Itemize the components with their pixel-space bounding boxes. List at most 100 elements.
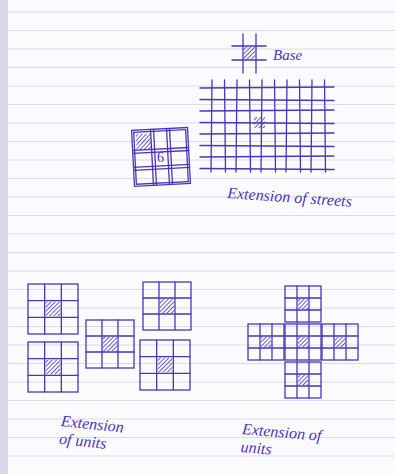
hatched-cell xyxy=(298,375,308,385)
unit-outline xyxy=(285,286,321,322)
unit-outline xyxy=(140,340,190,390)
base-grid xyxy=(232,34,266,73)
grid-line xyxy=(255,34,256,73)
street-line xyxy=(211,80,212,172)
grid-line xyxy=(308,324,309,360)
grid-line xyxy=(322,335,358,336)
grid-line xyxy=(167,129,170,185)
grid-line xyxy=(170,128,173,184)
street-line xyxy=(200,169,334,170)
grid-line xyxy=(285,309,321,310)
grid-line xyxy=(117,320,118,368)
street-line xyxy=(275,80,276,172)
hatched-cell xyxy=(298,299,308,309)
grid-line xyxy=(296,324,297,360)
street-line xyxy=(300,80,301,172)
unit-block xyxy=(28,342,78,392)
grid-line xyxy=(271,324,272,360)
grid-line xyxy=(28,375,78,376)
grid-line xyxy=(308,286,309,322)
grid-line xyxy=(333,324,334,360)
grid-line xyxy=(140,373,190,374)
unit-outline xyxy=(28,342,78,392)
grid-line xyxy=(296,362,297,398)
ruled-line xyxy=(8,141,395,142)
grid-line xyxy=(308,362,309,398)
street-line xyxy=(200,123,334,124)
grid-line xyxy=(242,34,243,73)
hatched-cell xyxy=(244,47,255,59)
street-line xyxy=(286,80,287,172)
unit-block xyxy=(143,282,191,330)
grid-line xyxy=(232,59,266,60)
ruled-line xyxy=(8,215,395,216)
hatched-cell xyxy=(46,302,61,317)
square-outline xyxy=(134,130,189,185)
unit-block xyxy=(140,340,190,390)
ruled-line xyxy=(8,234,395,235)
unit-outline xyxy=(86,320,134,368)
ruled-line xyxy=(8,12,395,13)
grid-line xyxy=(158,282,159,330)
unit-block xyxy=(285,286,321,322)
street-line xyxy=(261,80,262,172)
grid-line xyxy=(61,342,62,392)
hatched-cell xyxy=(298,337,308,347)
grid-line xyxy=(28,358,78,359)
grid-line xyxy=(133,147,189,150)
ruled-line xyxy=(8,123,395,124)
ruled-line xyxy=(8,308,395,309)
unit-block xyxy=(285,324,321,360)
grid-line xyxy=(143,297,191,298)
hatched-cell xyxy=(46,360,61,375)
street-line xyxy=(200,87,334,88)
grid-line xyxy=(173,340,174,390)
unit-outline xyxy=(143,282,191,330)
grid-line xyxy=(322,347,358,348)
ruled-line xyxy=(8,178,395,179)
grid-line xyxy=(232,45,266,46)
unit-block xyxy=(86,320,134,368)
unit-outline xyxy=(285,362,321,398)
grid-line xyxy=(143,313,191,314)
unit-outline xyxy=(28,284,78,334)
hatched-cell xyxy=(103,337,117,351)
grid-line xyxy=(86,335,134,336)
grid-line xyxy=(140,356,190,357)
street-line xyxy=(225,80,226,172)
unit-block xyxy=(248,324,284,360)
street-line xyxy=(250,80,251,172)
ruled-line xyxy=(8,400,395,401)
ruled-line xyxy=(8,382,395,383)
ruled-line xyxy=(8,363,395,364)
ruled-line xyxy=(8,30,395,31)
caption-label: Extension of units xyxy=(58,412,139,455)
caption-label: Extension of units xyxy=(240,420,335,463)
grid-line xyxy=(134,167,190,170)
grid-line xyxy=(101,320,102,368)
grid-line xyxy=(248,335,284,336)
grid-line xyxy=(285,373,321,374)
street-grid xyxy=(200,80,334,172)
grid-line xyxy=(174,282,175,330)
ruled-line xyxy=(8,456,395,457)
grid-line xyxy=(285,335,321,336)
street-line xyxy=(200,133,334,134)
unit-block xyxy=(322,324,358,360)
hatched-cell xyxy=(335,337,345,347)
ruled-line xyxy=(8,160,395,161)
ruled-line xyxy=(8,86,395,87)
page-edge xyxy=(0,0,8,474)
ruled-line xyxy=(8,326,395,327)
hatched-cell xyxy=(160,299,174,313)
street-line xyxy=(200,156,334,157)
grid-line xyxy=(44,342,45,392)
ruled-line xyxy=(8,252,395,253)
base-label: Base xyxy=(273,47,302,64)
hatched-cell xyxy=(136,133,152,150)
grid-line xyxy=(154,129,157,185)
grid-line xyxy=(296,286,297,322)
unit-outline xyxy=(322,324,358,360)
